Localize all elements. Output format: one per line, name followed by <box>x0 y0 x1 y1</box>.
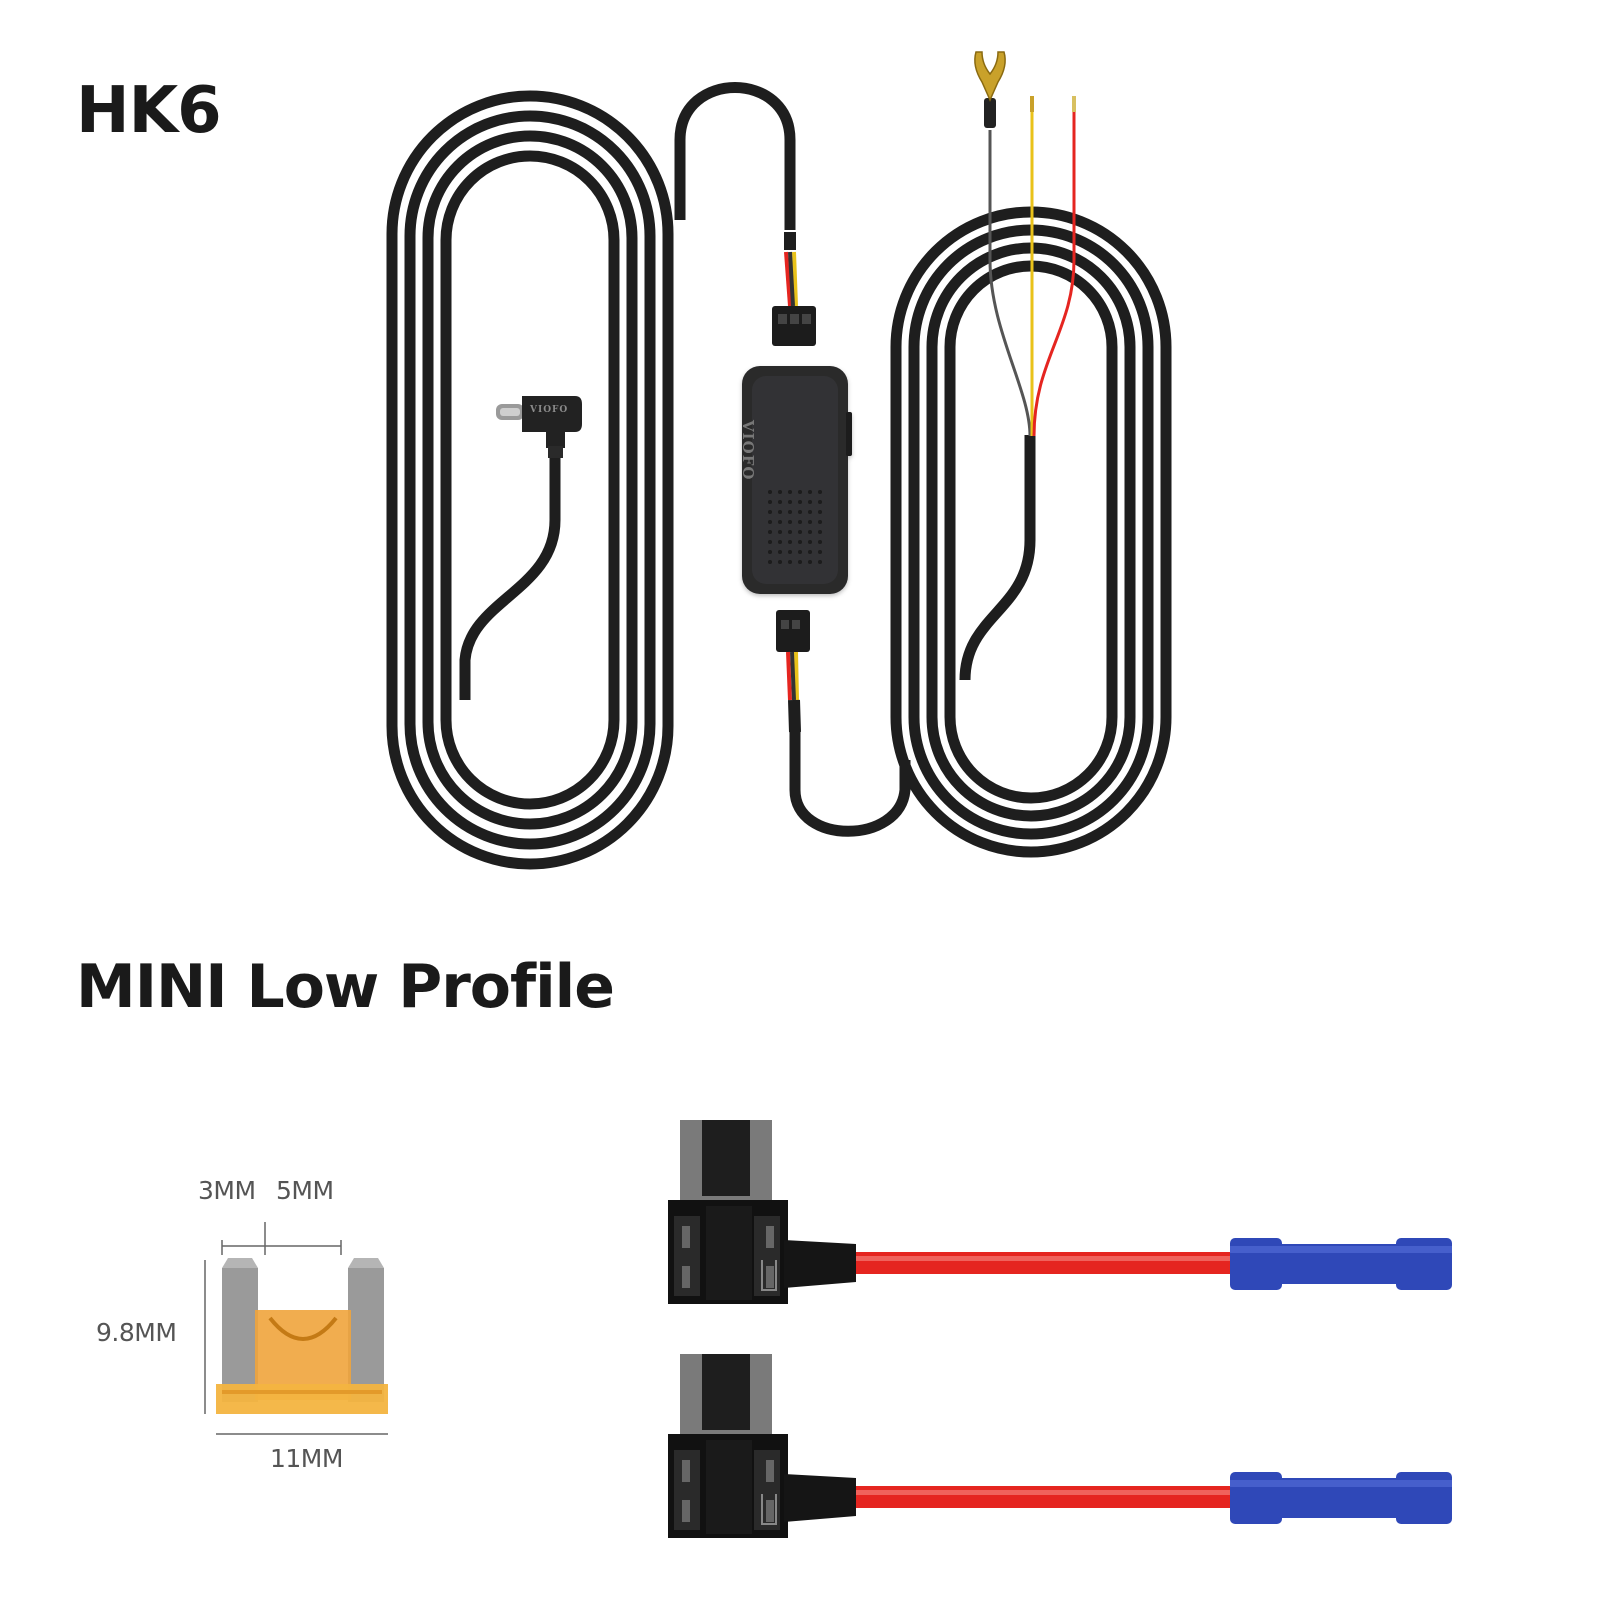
lower-cable-loop <box>789 730 911 837</box>
fuse-dimension-width: 11MM <box>270 1444 343 1473</box>
upper-plug-connector-icon <box>772 306 816 346</box>
usb-connector-brand-label: VIOFO <box>530 405 569 415</box>
mini-fuse-icon <box>216 1258 388 1414</box>
fuse-dimension-left-gap: 3MM <box>198 1176 256 1205</box>
fuse-tap-icon <box>667 1353 1453 1539</box>
usb-c-connector-icon <box>496 396 582 458</box>
hardwire-box-icon <box>742 366 852 594</box>
fuse-dimension-right-gap: 5MM <box>276 1176 334 1205</box>
usb-cable-lead <box>459 440 561 700</box>
section-title-mini-low-profile: MINI Low Profile <box>76 952 615 1022</box>
fork-terminal-icon <box>974 51 1006 128</box>
fuse-tap-icon <box>667 1119 1453 1305</box>
left-cable-coil <box>386 90 674 870</box>
section-title-hk6: HK6 <box>76 74 222 148</box>
upper-wire-split <box>784 232 798 307</box>
lower-wire-split <box>786 651 801 733</box>
upper-cable-loop <box>674 82 796 230</box>
dimension-lines <box>204 1222 388 1435</box>
lower-plug-connector-icon <box>776 610 810 652</box>
three-wire-breakout <box>959 96 1076 681</box>
fuse-dimension-height: 9.8MM <box>96 1318 177 1347</box>
